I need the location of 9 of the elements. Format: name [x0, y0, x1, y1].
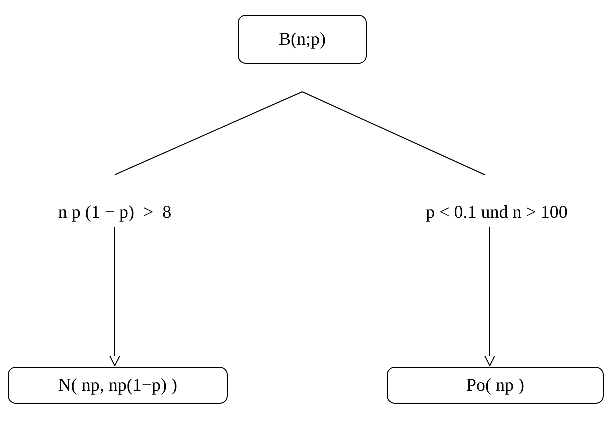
branch-line — [302, 92, 486, 176]
rounded-box: Po( np ) — [387, 367, 604, 404]
branch-line — [114, 92, 303, 176]
arrow — [110, 226, 120, 366]
rounded-box: B(n;p) — [238, 15, 367, 64]
arrow — [484, 226, 496, 366]
rounded-box: N( np, np(1−p) ) — [8, 367, 228, 404]
condition-text: n p (1 − p) > 8 — [15, 175, 215, 223]
condition-text: p < 0.1 und n > 100 — [386, 175, 608, 223]
